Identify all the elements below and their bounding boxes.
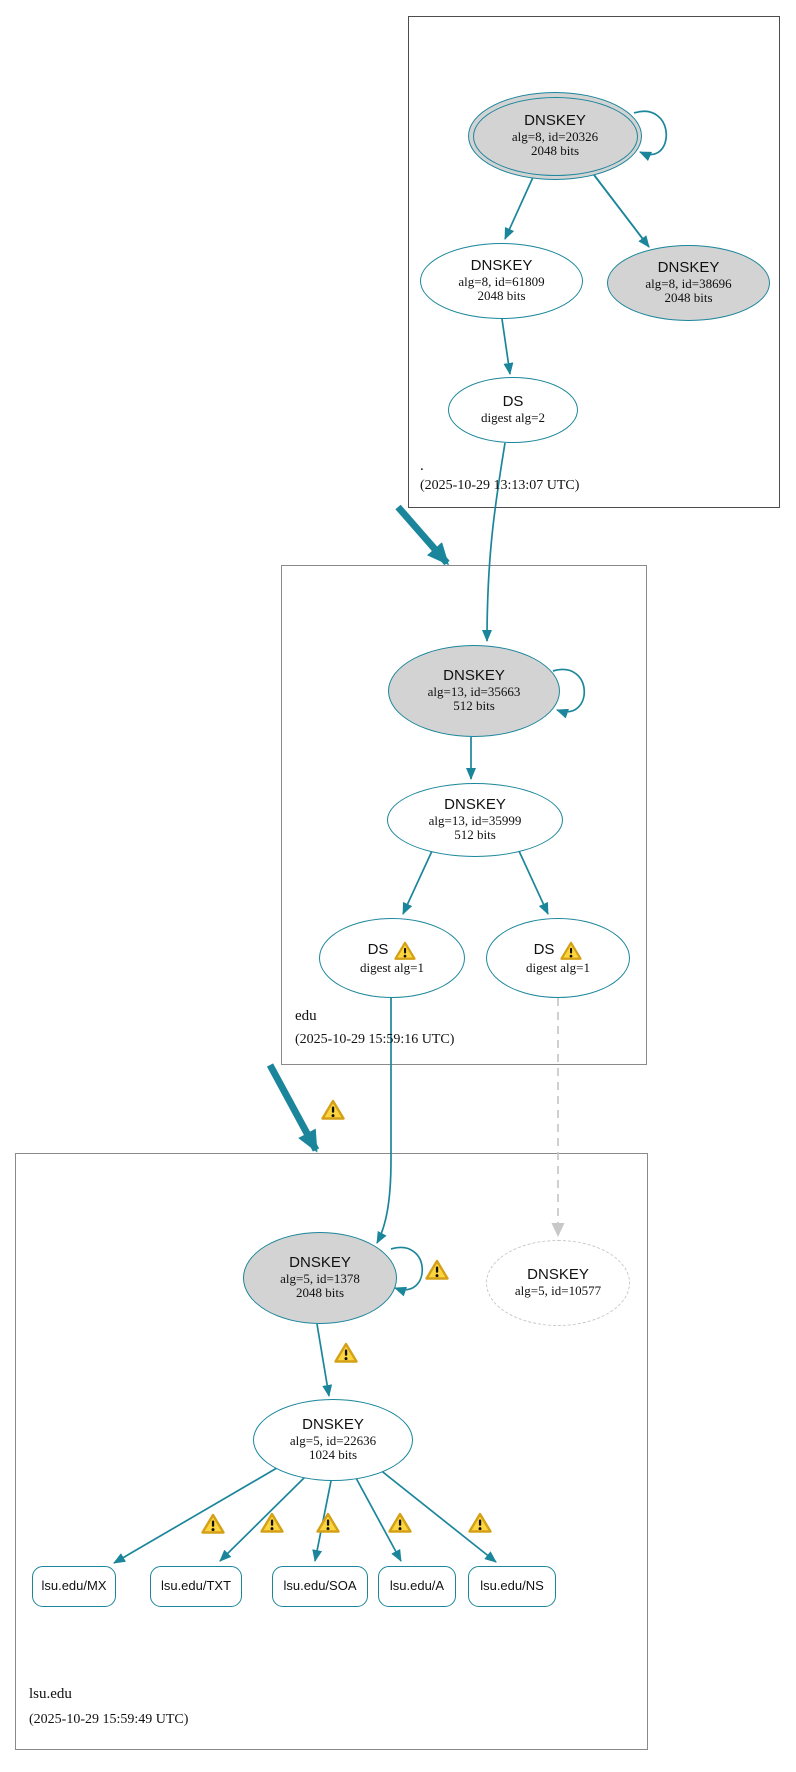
node-bits: 1024 bits <box>308 1447 358 1463</box>
node-bits: 2048 bits <box>295 1285 345 1301</box>
zone-timestamp-edu: (2025-10-29 15:59:16 UTC) <box>295 1032 455 1047</box>
node-detail: alg=8, id=20326 <box>511 128 599 144</box>
zone-label-edu: edu <box>295 1008 317 1024</box>
edge-lsu-ksk-to-zsk <box>316 1323 333 1397</box>
dnskey-node-lsu-zsk[interactable]: DNSKEY alg=5, id=22636 1024 bits <box>253 1399 413 1481</box>
node-title: DNSKEY <box>657 259 720 277</box>
zone-label-root: . <box>420 458 424 474</box>
node-bits: 2048 bits <box>530 143 580 159</box>
node-detail: alg=13, id=35999 <box>428 812 522 828</box>
warning-icon <box>201 1513 225 1534</box>
edge-lsu-ksk-selfloop <box>390 1246 424 1297</box>
zone-label-lsu: lsu.edu <box>29 1686 72 1702</box>
zone-timestamp-lsu: (2025-10-29 15:59:49 UTC) <box>29 1712 189 1727</box>
warning-icon <box>388 1512 412 1533</box>
rrset-node-lsu-mx[interactable]: lsu.edu/MX <box>32 1566 116 1607</box>
edge-lsu-zsk-to-txt <box>219 1476 306 1562</box>
node-title: DS <box>367 941 389 959</box>
node-detail: alg=8, id=61809 <box>458 273 545 289</box>
warning-icon <box>394 941 416 961</box>
node-bits: 2048 bits <box>477 288 526 304</box>
dnskey-node-root-zsk[interactable]: DNSKEY alg=8, id=61809 2048 bits <box>420 243 583 319</box>
edge-edu-zsk-to-ds2 <box>518 850 549 915</box>
zone-box-lsu-edu <box>15 1153 648 1750</box>
rrset-node-lsu-txt[interactable]: lsu.edu/TXT <box>150 1566 242 1607</box>
edge-delegation-edu-to-lsu <box>266 1063 320 1153</box>
zone-box-root <box>408 16 780 508</box>
edge-edu-ds1-to-lsu-ksk <box>376 998 392 1244</box>
warning-icon <box>321 1099 345 1120</box>
warning-icon <box>316 1512 340 1533</box>
node-title: DNSKEY <box>289 1254 351 1272</box>
edge-root-ds-to-edu-ksk <box>482 442 506 642</box>
edge-root-zsk-to-ds <box>501 318 514 375</box>
node-bits: 512 bits <box>453 698 495 714</box>
rrset-label: lsu.edu/MX <box>41 1578 107 1594</box>
node-title: DS <box>502 393 524 411</box>
node-bits: 512 bits <box>454 827 496 843</box>
node-detail: alg=13, id=35663 <box>427 683 521 699</box>
node-bits: 2048 bits <box>664 290 713 306</box>
node-title: DNSKEY <box>444 796 506 814</box>
node-detail: digest alg=1 <box>359 959 425 975</box>
node-detail: alg=5, id=22636 <box>289 1432 377 1448</box>
node-detail: digest alg=1 <box>525 959 591 975</box>
ds-node-edu-2[interactable]: DS digest alg=1 <box>486 918 630 998</box>
edge-lsu-zsk-to-ns <box>378 1468 497 1563</box>
node-detail: alg=8, id=38696 <box>645 275 732 291</box>
warning-icon <box>425 1259 449 1280</box>
rrset-node-lsu-a[interactable]: lsu.edu/A <box>378 1566 456 1607</box>
node-detail: digest alg=2 <box>480 410 546 426</box>
dnskey-node-root-ksk[interactable]: DNSKEY alg=8, id=20326 2048 bits <box>468 92 642 180</box>
node-title: DNSKEY <box>524 112 586 130</box>
node-title: DNSKEY <box>527 1266 589 1284</box>
dnskey-node-edu-ksk[interactable]: DNSKEY alg=13, id=35663 512 bits <box>388 645 560 737</box>
node-detail: alg=5, id=10577 <box>514 1283 602 1299</box>
rrset-label: lsu.edu/TXT <box>160 1578 232 1594</box>
dnskey-node-lsu-missing[interactable]: DNSKEY alg=5, id=10577 <box>486 1240 630 1326</box>
node-title: DNSKEY <box>302 1416 364 1434</box>
zone-box-edu <box>281 565 647 1065</box>
edge-root-ksk-selfloop <box>633 110 668 162</box>
ds-node-root[interactable]: DS digest alg=2 <box>448 377 578 443</box>
edge-root-ksk-to-key38696 <box>590 170 650 248</box>
node-title: DNSKEY <box>443 667 505 685</box>
dnskey-node-root-key38696[interactable]: DNSKEY alg=8, id=38696 2048 bits <box>607 245 770 321</box>
rrset-node-lsu-soa[interactable]: lsu.edu/SOA <box>272 1566 368 1607</box>
edge-delegation-root-to-edu <box>395 504 450 566</box>
rrset-node-lsu-ns[interactable]: lsu.edu/NS <box>468 1566 556 1607</box>
warning-icon <box>334 1342 358 1363</box>
dnskey-node-lsu-ksk[interactable]: DNSKEY alg=5, id=1378 2048 bits <box>243 1232 397 1324</box>
node-detail: alg=5, id=1378 <box>280 1270 360 1286</box>
rrset-label: lsu.edu/NS <box>480 1578 544 1594</box>
node-title: DNSKEY <box>470 257 533 275</box>
ds-node-edu-1[interactable]: DS digest alg=1 <box>319 918 465 998</box>
edge-lsu-zsk-to-mx <box>113 1464 283 1564</box>
edge-root-ksk-to-zsk <box>504 174 535 240</box>
rrset-label: lsu.edu/A <box>389 1578 445 1594</box>
zone-timestamp-root: (2025-10-29 13:13:07 UTC) <box>420 478 580 493</box>
edge-lsu-zsk-to-a <box>355 1477 402 1562</box>
edge-edu-ksk-selfloop <box>552 668 586 719</box>
edge-edu-zsk-to-ds1 <box>402 850 433 915</box>
rrset-label: lsu.edu/SOA <box>283 1578 357 1594</box>
dnskey-node-edu-zsk[interactable]: DNSKEY alg=13, id=35999 512 bits <box>387 783 563 857</box>
node-title: DS <box>533 941 555 959</box>
warning-icon <box>468 1512 492 1533</box>
warning-icon <box>560 941 582 961</box>
